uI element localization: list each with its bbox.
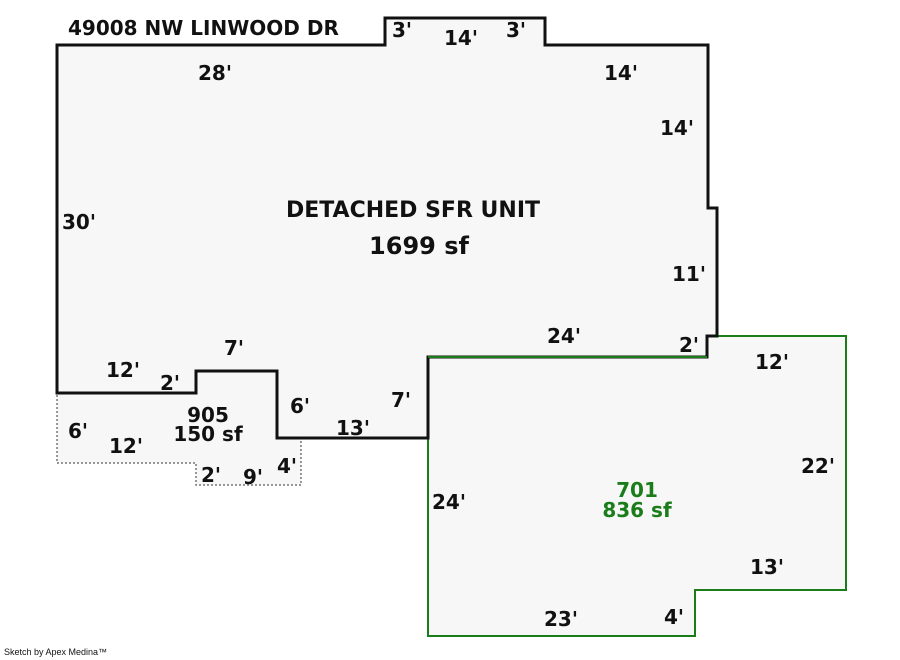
dim-label: 6' — [68, 419, 89, 443]
dim-label: 12' — [106, 358, 140, 382]
dim-label: 2' — [201, 463, 222, 487]
dim-label: 22' — [801, 454, 835, 478]
dim-label: 2' — [679, 333, 700, 357]
main-area-size: 1699 sf — [369, 232, 469, 260]
dim-label: 14' — [660, 116, 694, 140]
dim-label: 11' — [672, 262, 706, 286]
area-905-size: 150 sf — [173, 422, 243, 446]
dim-label: 14' — [604, 61, 638, 85]
dim-label: 3' — [392, 18, 413, 42]
dim-label: 28' — [198, 61, 232, 85]
dim-label: 7' — [391, 388, 412, 412]
dim-label: 24' — [432, 490, 466, 514]
dim-label: 23' — [544, 607, 578, 631]
dim-label: 12' — [109, 434, 143, 458]
dim-label: 24' — [547, 324, 581, 348]
dim-label: 14' — [444, 26, 478, 50]
dim-label: 2' — [160, 371, 181, 395]
dim-label: 4' — [664, 605, 685, 629]
dim-label: 9' — [243, 465, 264, 489]
dim-label: 12' — [755, 350, 789, 374]
sketch-credit: Sketch by Apex Medina™ — [4, 647, 108, 657]
main-area-name: DETACHED SFR UNIT — [285, 198, 541, 223]
dim-label: 13' — [336, 416, 370, 440]
address-label: 49008 NW LINWOOD DR — [68, 16, 339, 40]
area-701-size: 836 sf — [602, 498, 672, 522]
dim-label: 6' — [290, 394, 311, 418]
dim-label: 7' — [224, 336, 245, 360]
area-905-name: 905 — [187, 403, 229, 427]
dim-label: 30' — [62, 210, 96, 234]
dim-label: 3' — [506, 18, 527, 42]
dim-label: 13' — [750, 555, 784, 579]
main-area-outline — [55, 16, 719, 440]
dim-label: 4' — [277, 454, 298, 478]
area-701-name: 701 — [616, 478, 658, 502]
